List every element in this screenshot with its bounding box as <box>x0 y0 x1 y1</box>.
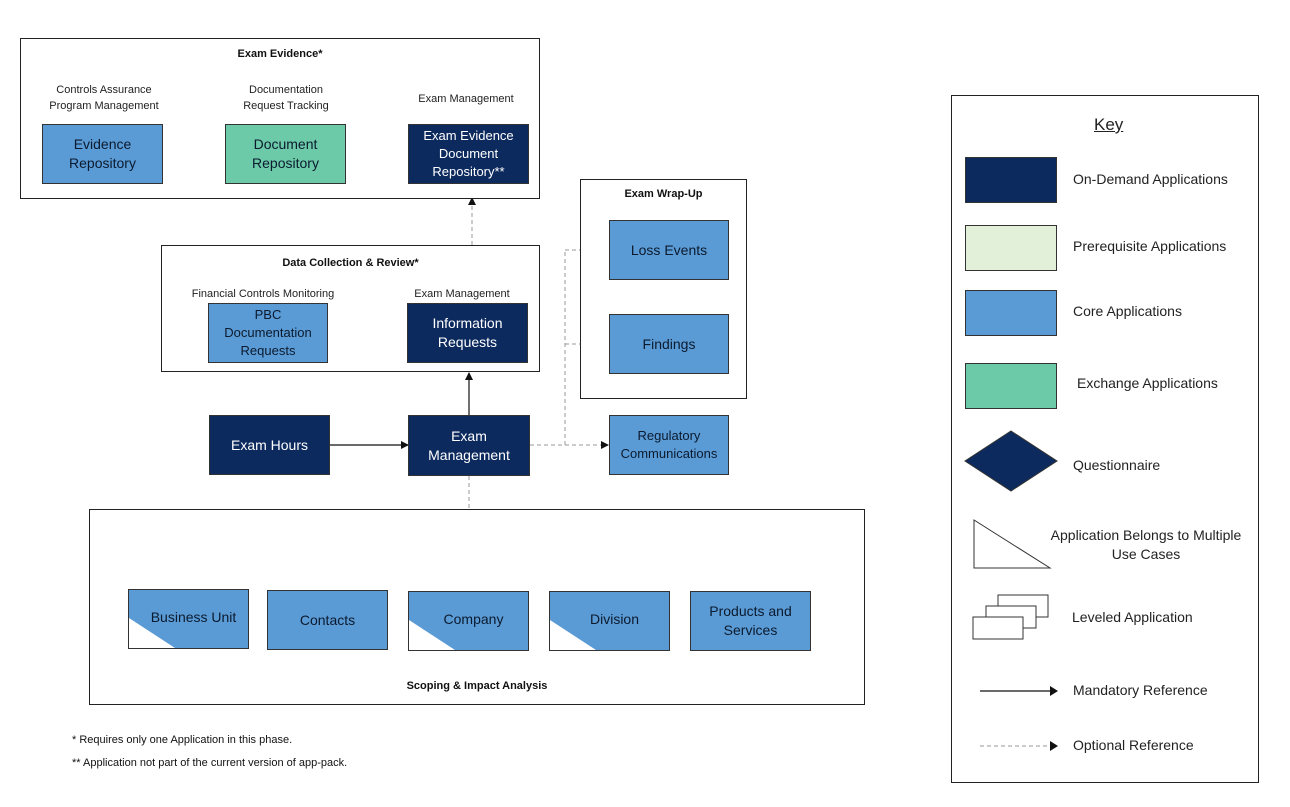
division-label: Division <box>589 610 639 627</box>
pbc-documentation-requests-box[interactable]: PBC Documentation Requests <box>208 303 328 363</box>
key-on-demand-label: On-Demand Applications <box>1073 171 1228 187</box>
loss-events-box[interactable]: Loss Events <box>609 220 729 280</box>
exam-hours-box[interactable]: Exam Hours <box>209 415 330 475</box>
key-mandatory-reference-label: Mandatory Reference <box>1073 682 1208 698</box>
exam-wrap-up-title: Exam Wrap-Up <box>624 188 703 200</box>
key-prerequisite-label: Prerequisite Applications <box>1073 238 1227 254</box>
regulatory-communications-box[interactable]: Regulatory Communications <box>609 415 729 475</box>
evidence-repository-box[interactable]: Evidence Repository <box>42 124 163 184</box>
findings-box[interactable]: Findings <box>609 314 729 374</box>
key-multiple-use-cases-label: Application Belongs to Multiple Use Case… <box>1050 527 1242 562</box>
key-exchange-swatch <box>965 363 1057 409</box>
key-questionnaire-label: Questionnaire <box>1073 457 1161 473</box>
key-optional-reference-label: Optional Reference <box>1073 737 1194 753</box>
scoping-title: Scoping & Impact Analysis <box>406 680 548 692</box>
key-mandatory-reference-icon <box>980 686 1058 696</box>
business-unit-box[interactable]: Business Unit <box>128 589 249 649</box>
key-on-demand-swatch <box>965 157 1057 203</box>
information-requests-box[interactable]: Information Requests <box>407 303 528 363</box>
company-box[interactable]: Company <box>408 591 529 651</box>
financial-controls-monitoring-label: Financial Controls Monitoring <box>191 288 335 300</box>
division-box[interactable]: Division <box>549 591 670 651</box>
key-leveled-label: Leveled Application <box>1072 609 1193 625</box>
key-title: Key <box>1094 115 1124 134</box>
footnote-2: ** Application not part of the current v… <box>72 757 348 769</box>
key-multiple-use-cases-icon <box>973 519 1052 569</box>
data-collection-title: Data Collection & Review* <box>282 257 419 269</box>
key-leveled-icon <box>972 594 1049 640</box>
contacts-box[interactable]: Contacts <box>267 590 388 650</box>
products-and-services-box[interactable]: Products and Services <box>690 591 811 651</box>
company-label: Company <box>443 610 504 627</box>
exam-management-label-mid: Exam Management <box>414 288 510 300</box>
key-optional-reference-icon <box>980 741 1058 751</box>
exam-evidence-document-repository-box[interactable]: Exam Evidence Document Repository** <box>408 124 529 184</box>
controls-assurance-label: Controls Assurance Program Management <box>49 84 159 112</box>
exam-evidence-title: Exam Evidence* <box>237 48 323 60</box>
business-unit-label: Business Unit <box>150 608 237 625</box>
documentation-request-tracking-label: Documentation Request Tracking <box>243 84 329 112</box>
key-prerequisite-swatch <box>965 225 1057 271</box>
exam-management-label-top: Exam Management <box>418 93 514 105</box>
key-core-swatch <box>965 290 1057 336</box>
footnote-1: * Requires only one Application in this … <box>72 734 293 746</box>
key-exchange-label: Exchange Applications <box>1077 375 1218 391</box>
document-repository-box[interactable]: Document Repository <box>225 124 346 184</box>
key-core-label: Core Applications <box>1073 303 1182 319</box>
key-questionnaire-icon <box>964 430 1058 492</box>
exam-management-box[interactable]: Exam Management <box>408 415 530 476</box>
